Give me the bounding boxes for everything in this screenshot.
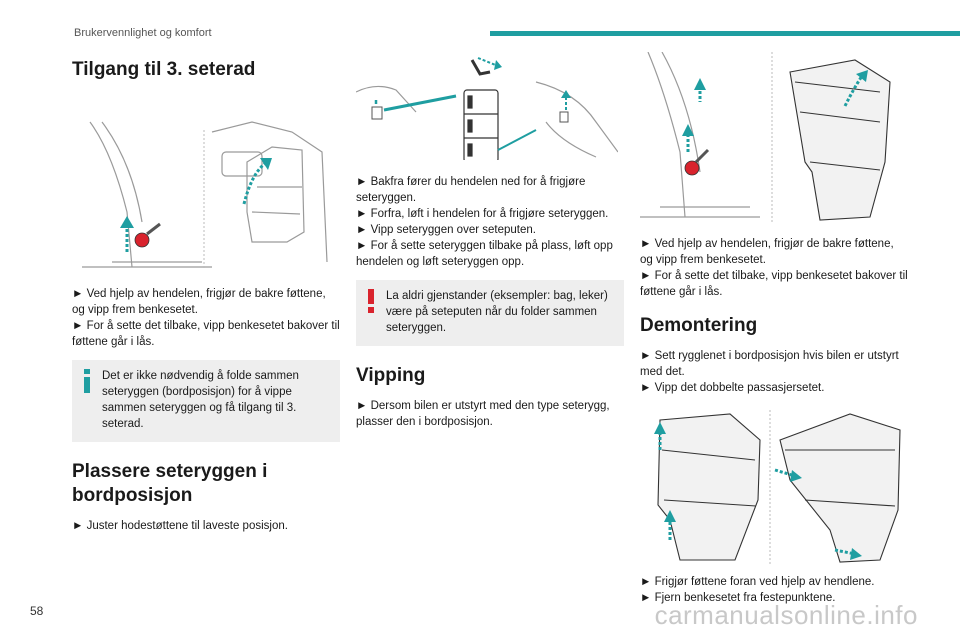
- section-title-tipping: Vipping: [356, 365, 426, 386]
- instruction-return: ► For å sette det tilbake, vipp benkeset…: [72, 320, 340, 348]
- instruction-table-backrest: ► Sett rygglenet i bordposisjon hvis bil…: [640, 350, 899, 378]
- watermark: carmanualsonline.info: [654, 600, 918, 630]
- warning-icon: [368, 289, 374, 313]
- section-title-removal: Demontering: [640, 315, 758, 336]
- instruction-table-position: ► Dersom bilen er utstyrt med den type s…: [356, 400, 610, 428]
- instruction-return-bench: ► For å sette det tilbake, vipp benkeset…: [640, 270, 908, 298]
- warning-note: La aldri gjenstander (eksempler: bag, le…: [356, 280, 624, 346]
- instruction-tilt-bench: ► Ved hjelp av hendelen, frigjør de bakr…: [640, 238, 894, 266]
- instruction-release-front-feet: ► Frigjør føttene foran ved hjelp av hen…: [640, 576, 875, 588]
- page-number: 58: [30, 604, 44, 618]
- instruction-remove-bench: ► Fjern benkesetet fra festepunktene.: [640, 592, 836, 604]
- running-header: Brukervennlighet og komfort: [74, 27, 212, 39]
- warning-note-text: La aldri gjenstander (eksempler: bag, le…: [386, 290, 608, 334]
- instruction-fold-over: ► Vipp seteryggen over seteputen.: [356, 224, 536, 236]
- info-note-text: Det er ikke nødvendig å folde sammen set…: [102, 370, 299, 430]
- column-1: Tilgang til 3. seterad ► Ved hjelp av he…: [72, 52, 340, 534]
- header-accent-bar: [490, 31, 960, 36]
- instruction-restore: ► For å sette seteryggen tilbake på plas…: [356, 240, 613, 268]
- instruction-headrest: ► Juster hodestøttene til laveste posisj…: [72, 520, 288, 532]
- column-3: ► Ved hjelp av hendelen, frigjør de bakr…: [640, 52, 908, 606]
- illustration-bench-feet-release: [640, 52, 891, 224]
- instruction-tilt-double-seat: ► Vipp det dobbelte passasjersetet.: [640, 382, 825, 394]
- section-title-access-3rd-row: Tilgang til 3. seterad: [72, 59, 256, 80]
- instruction-tilt: ► Ved hjelp av hendelen, frigjør de bakr…: [72, 288, 326, 316]
- section-title-table-position: Plassere seteryggen i bordposisjon: [72, 461, 268, 506]
- illustration-bench-removal: [654, 410, 901, 566]
- instruction-front-lever: ► Forfra, løft i hendelen for å frigjøre…: [356, 208, 609, 220]
- illustration-seatback-lever: [356, 57, 618, 160]
- info-note: Det er ikke nødvendig å folde sammen set…: [72, 360, 340, 442]
- illustration-seat-tilt-lever: [82, 121, 328, 270]
- column-2: ► Bakfra fører du hendelen ned for å fri…: [356, 52, 624, 430]
- instruction-rear-lever: ► Bakfra fører du hendelen ned for å fri…: [356, 176, 586, 204]
- info-icon: [84, 369, 90, 393]
